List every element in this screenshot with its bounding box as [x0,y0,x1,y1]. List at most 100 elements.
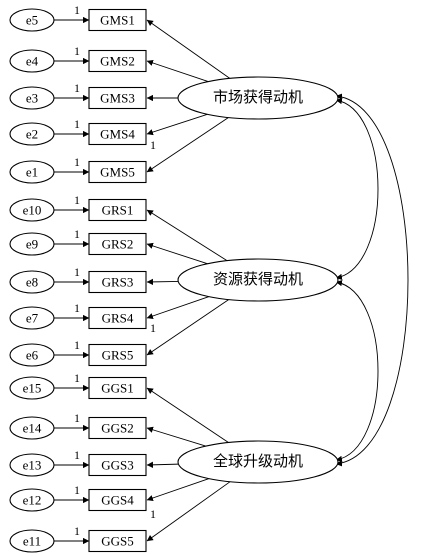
error-weight-label: 1 [74,371,80,385]
indicator-box [88,343,147,367]
covariance-curve [335,97,379,281]
error-weight-label: 1 [74,265,80,279]
error-weight-label: 1 [74,483,80,497]
error-weight-label: 1 [74,155,80,169]
indicator-box [88,488,147,512]
indicator-label: GGS2 [101,421,134,436]
error-weight-label: 1 [74,193,80,207]
error-label: e5 [26,13,38,28]
error-weight-label: 1 [74,117,80,131]
error-label: e15 [23,381,42,396]
indicator-box [88,86,147,110]
factor-loading-arrow [146,242,208,265]
indicator-label: GMS5 [100,165,135,180]
indicator-label: GMS2 [100,54,135,69]
factor-loading-arrow [146,59,209,82]
indicator-label: GRS2 [102,237,134,252]
factor-loading-arrow [146,278,179,286]
factor-loading-arrow [146,113,208,136]
latent-factor-label: 市场获得动机 [213,89,303,106]
factor-loading-arrow [146,117,229,173]
indicator-box [88,160,147,184]
fixed-loading-label: 1 [150,138,156,152]
error-label: e12 [23,493,42,508]
error-term [9,86,55,110]
error-weight-label: 1 [74,411,80,425]
error-term [9,529,55,553]
error-term [9,343,55,367]
factor-loading-arrow [146,209,228,262]
indicator-label: GRS5 [102,348,134,363]
covariance-curve [335,279,379,463]
error-label: e6 [26,348,39,363]
error-weight-label: 1 [74,227,80,241]
error-label: e14 [23,421,42,436]
error-label: e1 [26,165,38,180]
error-term [9,488,55,512]
indicator-label: GGS3 [101,458,134,473]
covariance-curve [335,93,409,467]
factor-loading-arrow [146,19,231,79]
error-term [9,232,55,256]
error-label: e11 [23,534,41,549]
error-label: e2 [26,127,38,142]
factor-loading-arrow [146,478,210,502]
factor-loading-arrow [146,461,179,468]
indicator-label: GMS4 [100,127,135,142]
indicator-label: GGS5 [101,534,134,549]
error-term [9,198,55,222]
error-weight-label: 1 [74,44,80,58]
error-term [9,376,55,400]
indicator-box [88,49,147,73]
indicator-label: GMS3 [100,91,135,106]
error-label: e8 [26,275,38,290]
factor-loading-arrow [146,299,230,356]
error-term [9,453,55,477]
error-label: e3 [26,91,38,106]
error-weight-label: 1 [74,301,80,315]
indicator-label: GGS1 [101,381,134,396]
error-weight-label: 1 [74,448,80,462]
nodes-layer: e5 GMS1 1 e4 GMS2 1 e3 GMS3 1 e2 GMS4 1 e1 GMS5 1 1 市场获得… [9,3,339,553]
indicator-box [88,529,147,553]
error-weight-label: 1 [74,3,80,17]
error-weight-label: 1 [74,338,80,352]
factor-loading-arrow [146,481,231,542]
fixed-loading-label: 1 [150,321,156,335]
indicator-box [88,232,147,256]
latent-factor [177,76,339,120]
indicator-box [88,453,147,477]
indicator-label: GRS4 [102,311,134,326]
error-label: e9 [26,237,38,252]
error-term [9,122,55,146]
fixed-loading-label: 1 [150,507,156,521]
indicator-label: GMS1 [100,13,135,28]
factor-loading-arrow [146,426,206,447]
latent-factor-label: 全球升级动机 [213,452,303,470]
latent-factor-label: 资源获得动机 [213,271,303,288]
indicator-label: GRS3 [102,275,134,290]
latent-factor [177,440,339,484]
factor-loading-arrow [146,387,229,443]
error-label: e13 [23,458,42,473]
indicator-label: GRS1 [102,203,134,218]
error-term [9,160,55,184]
error-label: e4 [26,54,39,69]
error-label: e7 [26,311,39,326]
latent-factor [177,258,339,302]
error-label: e10 [23,203,42,218]
factor-loading-arrow [146,296,210,320]
error-term [9,306,55,330]
error-term [9,416,55,440]
indicator-box [88,376,147,400]
error-weight-label: 1 [74,524,80,538]
paths-layer [54,16,409,545]
indicator-box [88,198,147,222]
indicator-box [88,122,147,146]
indicator-box [88,416,147,440]
error-weight-label: 1 [74,81,80,95]
indicator-box [88,306,147,330]
indicator-box [88,270,147,294]
error-term [9,270,55,294]
